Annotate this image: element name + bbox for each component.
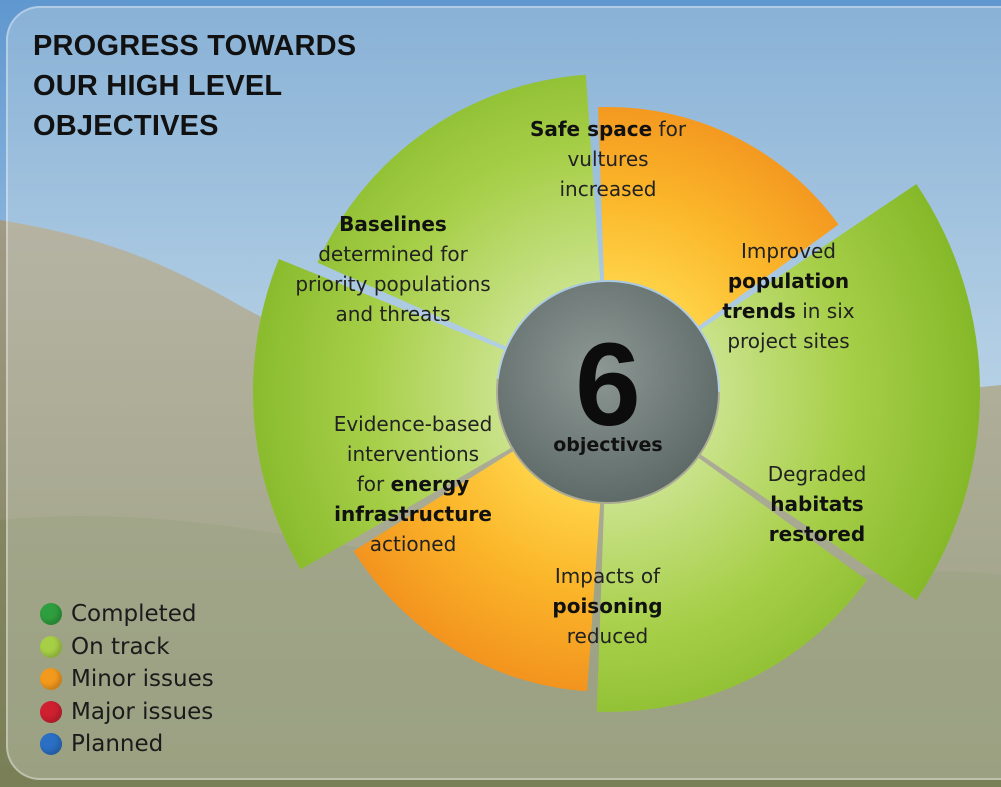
- objective-text: Impacts of: [554, 564, 661, 588]
- segment-safe-space: [317, 74, 601, 347]
- segment-habitats: [700, 183, 980, 601]
- legend-minor-issues: Minor issues: [40, 663, 214, 696]
- objective-label: Improved population trends in six project s…: [706, 236, 871, 356]
- objective-label-line: determined for: [278, 239, 508, 269]
- objective-label-line: infrastructure: [318, 499, 508, 529]
- objective-label-line: priority populations: [278, 269, 508, 299]
- objective-text: and threats: [335, 302, 451, 326]
- objective-keyword: restored: [768, 522, 866, 546]
- on-track-status-dot-icon: [40, 635, 62, 658]
- legend-planned: Planned: [40, 728, 214, 761]
- objective-keyword: energy: [390, 472, 470, 496]
- objective-label: Degraded habitats restored: [732, 459, 902, 549]
- legend-label: Planned: [71, 731, 164, 758]
- objective-label-line: increased: [508, 174, 708, 204]
- page-title: PROGRESS TOWARDS OUR HIGH LEVEL OBJECTIV…: [33, 30, 357, 142]
- objective-keyword: Baselines: [339, 212, 447, 236]
- objective-label: Evidence-based interventions for energy inf…: [318, 409, 508, 559]
- objective-keyword: trends: [722, 299, 796, 323]
- objective-text: for: [652, 117, 687, 141]
- objective-label-line: Degraded: [732, 459, 902, 489]
- objective-text: project sites: [727, 329, 850, 353]
- objective-text: priority populations: [295, 272, 491, 296]
- major-issues-status-dot-icon: [40, 700, 62, 723]
- objective-label-line: Impacts of: [500, 561, 715, 591]
- objective-label-line: trends in six: [706, 296, 871, 326]
- objective-text: in six: [795, 299, 855, 323]
- segment-baselines: [253, 259, 512, 570]
- objective-label-line: project sites: [706, 326, 871, 356]
- objective-text: interventions: [346, 442, 480, 466]
- objective-text: Evidence-based: [333, 412, 493, 436]
- center-hub: [498, 282, 718, 502]
- legend-completed: Completed: [40, 598, 214, 631]
- legend-major-issues: Major issues: [40, 696, 214, 729]
- objective-label-line: vultures: [508, 144, 708, 174]
- objective-text: for: [356, 472, 391, 496]
- segment-energy-infrastructure: [353, 451, 601, 692]
- objective-text: determined for: [318, 242, 468, 266]
- objective-label: Impacts of poisoning reduced: [500, 561, 715, 651]
- objective-text: Degraded: [767, 462, 867, 486]
- objective-label-line: habitats: [732, 489, 902, 519]
- objective-label-line: Baselines: [278, 209, 508, 239]
- completed-status-dot-icon: [40, 603, 62, 626]
- objective-text: vultures: [567, 147, 649, 171]
- objective-keyword: population: [727, 269, 850, 293]
- minor-issues-status-dot-icon: [40, 668, 62, 691]
- segment-poisoning: [596, 457, 867, 712]
- objective-label-line: restored: [732, 519, 902, 549]
- status-legend: Completed On track Minor issues Major is…: [40, 598, 214, 761]
- legend-label: On track: [71, 633, 170, 660]
- objective-label-line: Safe space for: [508, 114, 708, 144]
- objective-label-line: reduced: [500, 621, 715, 651]
- objective-label-line: Evidence-based: [318, 409, 508, 439]
- objective-count-label: objectives: [553, 434, 663, 456]
- objective-label-line: Improved: [706, 236, 871, 266]
- objective-label-line: interventions: [318, 439, 508, 469]
- objective-text: increased: [559, 177, 657, 201]
- objective-text: Improved: [741, 239, 836, 263]
- legend-label: Major issues: [71, 698, 214, 725]
- legend-label: Minor issues: [71, 666, 214, 693]
- objective-label: Baselines determined for priority populati…: [278, 209, 508, 329]
- objective-label-line: actioned: [318, 529, 508, 559]
- objective-keyword: Safe space: [529, 117, 653, 141]
- objective-label-line: poisoning: [500, 591, 715, 621]
- segment-population-trends: [598, 107, 839, 327]
- objective-label-line: for energy: [318, 469, 508, 499]
- objective-text: reduced: [566, 624, 649, 648]
- objective-label-line: and threats: [278, 299, 508, 329]
- objective-keyword: habitats: [770, 492, 864, 516]
- objective-keyword: infrastructure: [334, 502, 492, 526]
- objective-label-line: population: [706, 266, 871, 296]
- legend-on-track: On track: [40, 631, 214, 664]
- objective-count: 6: [575, 319, 641, 451]
- objective-text: actioned: [369, 532, 457, 556]
- planned-status-dot-icon: [40, 733, 62, 756]
- objective-keyword: poisoning: [552, 594, 663, 618]
- legend-label: Completed: [71, 601, 197, 628]
